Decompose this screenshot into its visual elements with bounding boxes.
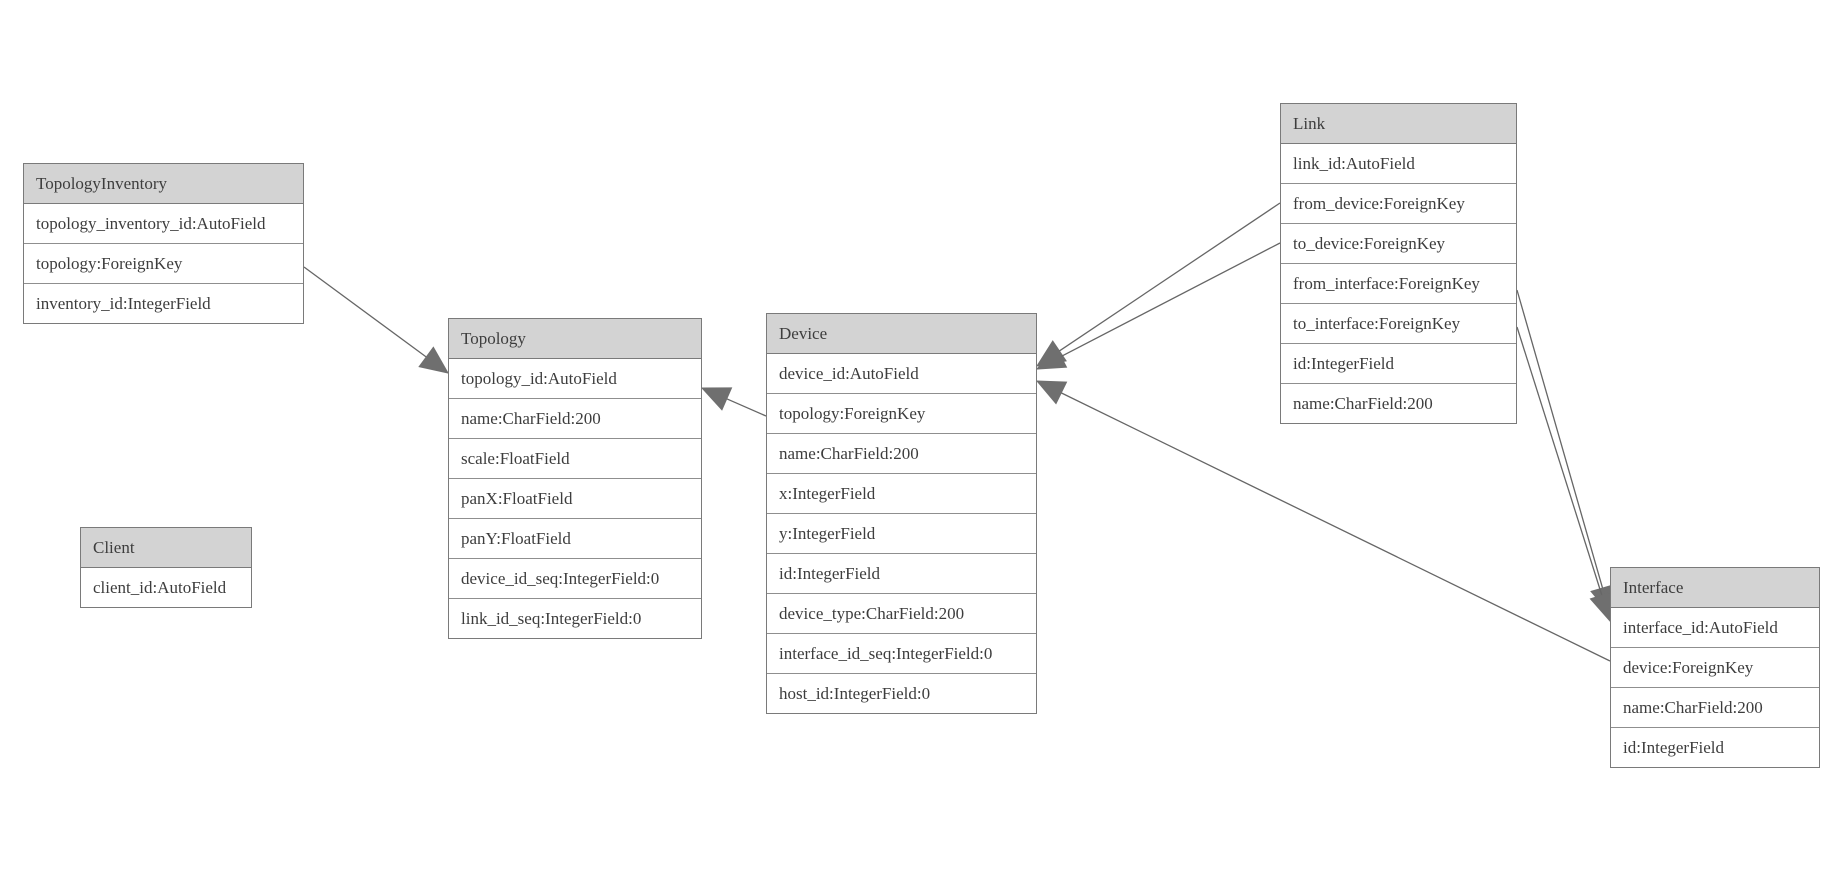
entity-field-row: y:IntegerField <box>767 514 1036 554</box>
relation-arrowhead-interface-device-to-device <box>1035 380 1068 405</box>
entity-field-row: x:IntegerField <box>767 474 1036 514</box>
entity-field-row: device_type:CharField:200 <box>767 594 1036 634</box>
entity-field-row: name:CharField:200 <box>449 399 701 439</box>
relation-line-link-from-interface-to-interface <box>1516 289 1604 589</box>
entity-field-row: panX:FloatField <box>449 479 701 519</box>
entity-field-row: id:IntegerField <box>1281 344 1516 384</box>
entity-title: Topology <box>449 319 701 359</box>
entity-title: Device <box>767 314 1036 354</box>
entity-field-row: device_id:AutoField <box>767 354 1036 394</box>
entity-field-row: host_id:IntegerField:0 <box>767 674 1036 713</box>
entity-title: TopologyInventory <box>24 164 303 204</box>
entity-field-row: inventory_id:IntegerField <box>24 284 303 323</box>
relation-line-interface-device-to-device <box>1060 392 1611 662</box>
entity-field-row: from_device:ForeignKey <box>1281 184 1516 224</box>
entity-field-row: interface_id_seq:IntegerField:0 <box>767 634 1036 674</box>
entity-field-row: link_id_seq:IntegerField:0 <box>449 599 701 638</box>
entity-field-row: topology:ForeignKey <box>767 394 1036 434</box>
entity-field-row: topology_id:AutoField <box>449 359 701 399</box>
relation-arrowhead-topologyinventory-topology-to-topology <box>418 346 449 374</box>
relation-line-topologyinventory-topology-to-topology <box>303 266 427 358</box>
entity-title: Client <box>81 528 251 568</box>
entity-field-row: scale:FloatField <box>449 439 701 479</box>
relation-line-link-to-device-to-device <box>1060 242 1281 358</box>
relation-line-link-to-interface-to-interface <box>1516 326 1603 596</box>
entity-field-row: link_id:AutoField <box>1281 144 1516 184</box>
relation-line-device-topology-to-topology <box>726 398 767 417</box>
entity-field-row: to_device:ForeignKey <box>1281 224 1516 264</box>
entity-field-row: id:IntegerField <box>1611 728 1819 767</box>
relation-arrowhead-link-to-device-to-device <box>1035 345 1068 370</box>
entity-field-row: id:IntegerField <box>767 554 1036 594</box>
entity-field-row: topology:ForeignKey <box>24 244 303 284</box>
entity-field-row: device_id_seq:IntegerField:0 <box>449 559 701 599</box>
entity-field-row: name:CharField:200 <box>1281 384 1516 423</box>
entity-field-row: name:CharField:200 <box>767 434 1036 474</box>
entity-field-row: from_interface:ForeignKey <box>1281 264 1516 304</box>
relation-line-link-from-device-to-device <box>1059 202 1281 352</box>
entity-title: Interface <box>1611 568 1819 608</box>
entity-title: Link <box>1281 104 1516 144</box>
entity-field-row: to_interface:ForeignKey <box>1281 304 1516 344</box>
entity-field-row: panY:FloatField <box>449 519 701 559</box>
entity-field-row: device:ForeignKey <box>1611 648 1819 688</box>
entity-field-row: client_id:AutoField <box>81 568 251 607</box>
entity-field-row: interface_id:AutoField <box>1611 608 1819 648</box>
relation-arrowhead-device-topology-to-topology <box>700 387 733 411</box>
entity-field-row: name:CharField:200 <box>1611 688 1819 728</box>
entity-field-row: topology_inventory_id:AutoField <box>24 204 303 244</box>
